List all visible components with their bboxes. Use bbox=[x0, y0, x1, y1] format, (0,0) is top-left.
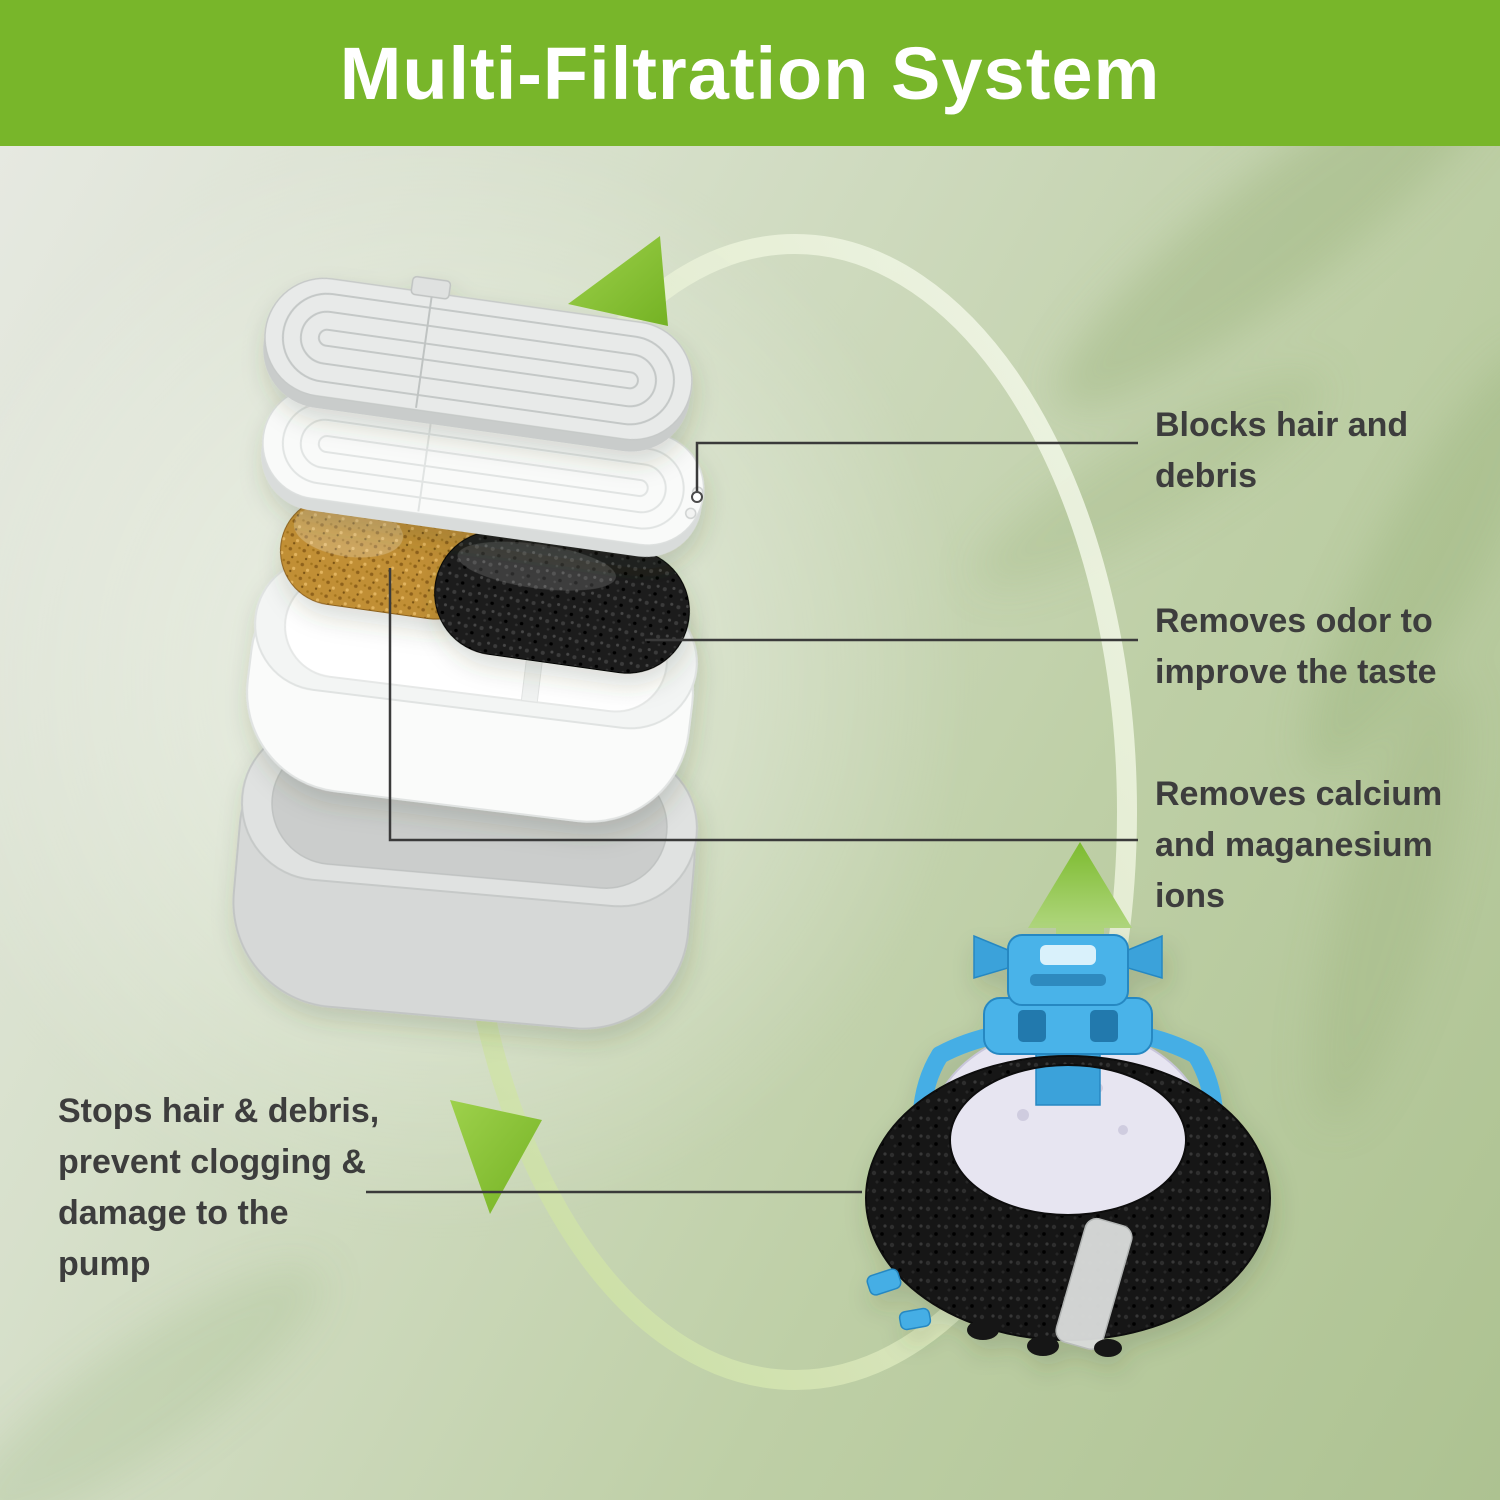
annotation-text-line: Blocks hair and bbox=[1155, 406, 1409, 444]
pump-blue-feet bbox=[866, 1268, 932, 1331]
activated-carbon-layer bbox=[434, 530, 690, 674]
annotation-removes-odor: Removes odor to improve the taste bbox=[1155, 596, 1437, 698]
annotation-text-line: debris bbox=[1155, 457, 1258, 495]
connector-dot-blocks bbox=[691, 491, 703, 503]
annotation-text-line: Removes calcium bbox=[1155, 775, 1443, 813]
filter-top-cover bbox=[263, 275, 693, 452]
annotation-text-line: Removes odor to bbox=[1155, 602, 1433, 640]
annotation-blocks-hair: Blocks hair and debris bbox=[1155, 400, 1408, 502]
annotation-text-line: prevent clogging & bbox=[58, 1143, 366, 1181]
annotation-text-line: damage to the bbox=[58, 1194, 289, 1232]
annotation-text-line: pump bbox=[58, 1245, 151, 1283]
annotation-stops-hair: Stops hair & debris, prevent clogging & … bbox=[58, 1086, 379, 1290]
pump-foam-sponge bbox=[864, 1055, 1272, 1341]
annotation-removes-calcium: Removes calcium and maganesium ions bbox=[1155, 769, 1442, 922]
pump-feet bbox=[967, 1320, 1122, 1357]
page-title: Multi-Filtration System bbox=[339, 31, 1161, 115]
connector-line-calcium bbox=[388, 568, 1138, 842]
pump-assembly bbox=[864, 934, 1272, 1357]
pump-strap bbox=[1055, 1217, 1133, 1351]
annotation-text-line: ions bbox=[1155, 877, 1225, 915]
arrowhead-top-icon bbox=[568, 236, 668, 326]
arrowhead-bottom-icon bbox=[450, 1100, 542, 1214]
annotation-text-line: improve the taste bbox=[1155, 653, 1437, 691]
connector-line-blocks bbox=[695, 441, 1138, 497]
pump-blue-cap bbox=[973, 934, 1163, 1106]
pump-up-arrow-icon bbox=[1028, 842, 1132, 1010]
connector-lines bbox=[366, 441, 1138, 1194]
header-bar: Multi-Filtration System bbox=[0, 0, 1500, 146]
annotation-text-line: Stops hair & debris, bbox=[58, 1092, 380, 1130]
annotation-text-line: and maganesium bbox=[1155, 826, 1433, 864]
